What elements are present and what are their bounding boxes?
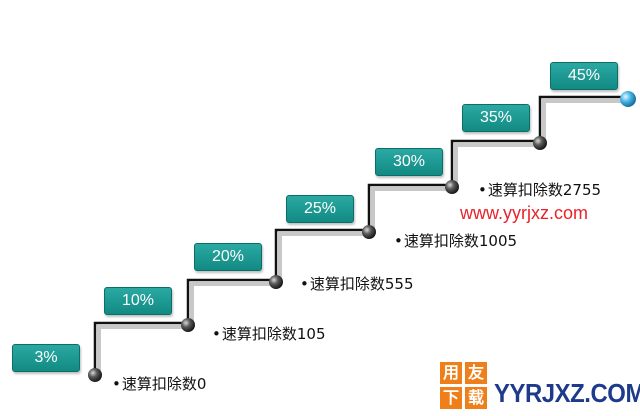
deduction-label-step-5: 速算扣除数2755	[478, 179, 601, 200]
deduction-label-step-1: 速算扣除数0	[112, 373, 207, 394]
logo-char-4: 载	[465, 387, 487, 409]
rate-badge-step-6: 35%	[462, 104, 530, 132]
rate-badge-step-1: 3%	[12, 344, 80, 372]
step-node-6	[533, 136, 547, 150]
deduction-label-step-3: 速算扣除数555	[300, 273, 414, 294]
step-node-1	[88, 368, 102, 382]
rate-badge-step-2: 10%	[104, 287, 172, 315]
watermark-logo: 用 友 下 载 YYRJXZ.COM	[438, 360, 640, 414]
step-node-final	[620, 91, 636, 107]
logo-squares: 用 友 下 载	[438, 360, 490, 412]
rate-badge-step-4: 25%	[286, 195, 354, 223]
logo-char-2: 友	[465, 362, 487, 384]
step-node-5	[445, 180, 459, 194]
rate-badge-step-5: 30%	[375, 148, 443, 176]
rate-badge-step-7: 45%	[550, 62, 618, 90]
step-nodes	[88, 91, 636, 382]
rate-badge-step-3: 20%	[194, 243, 262, 271]
step-node-2	[181, 318, 195, 332]
deduction-label-step-4: 速算扣除数1005	[394, 230, 517, 251]
step-node-3	[269, 275, 283, 289]
step-node-4	[362, 225, 376, 239]
deduction-label-step-2: 速算扣除数105	[212, 323, 326, 344]
logo-text: YYRJXZ.COM	[494, 378, 640, 408]
watermark-url: www.yyrjxz.com	[460, 203, 589, 223]
logo-char-3: 下	[440, 387, 462, 409]
logo-char-1: 用	[440, 362, 462, 384]
